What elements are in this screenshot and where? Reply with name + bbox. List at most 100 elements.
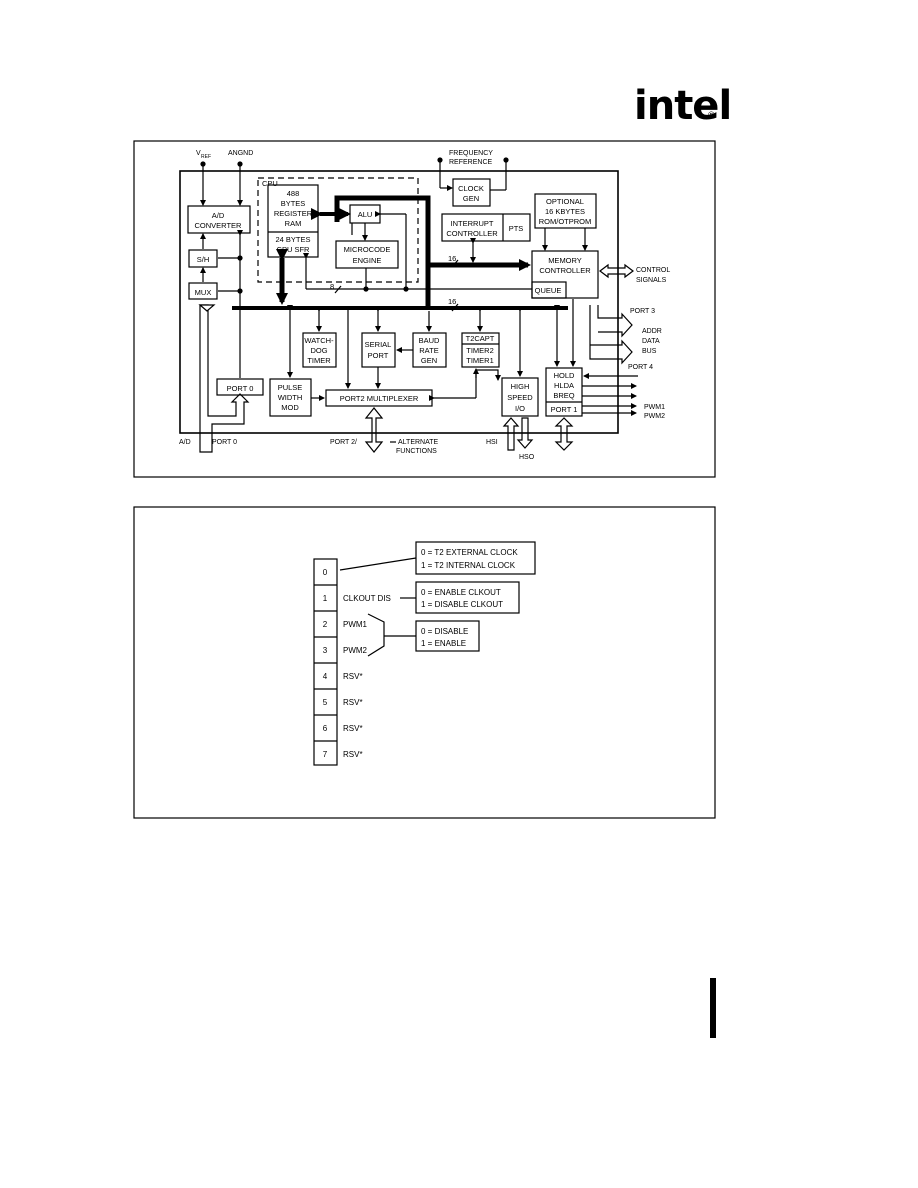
block-diagram: V REF ANGND FREQUENCY REFERENCE CPU <box>133 140 716 478</box>
svg-text:PORT 0: PORT 0 <box>227 384 254 393</box>
svg-text:DATA: DATA <box>642 338 660 345</box>
pulse-width-mod-block: PULSE WIDTH MOD <box>269 378 312 417</box>
bit-3-number: 3 <box>323 646 328 655</box>
svg-text:CONTROLLER: CONTROLLER <box>539 266 591 275</box>
figure-frame-bottom <box>133 506 716 819</box>
svg-text:HLDA: HLDA <box>554 381 574 390</box>
bus-width-16-upper: 16 <box>448 254 456 263</box>
pwm1-label: PWM1 <box>644 404 665 411</box>
svg-text:ALU: ALU <box>358 210 373 219</box>
svg-text:T2CAPT: T2CAPT <box>466 334 495 343</box>
svg-text:CONTROL: CONTROL <box>636 267 670 274</box>
svg-text:HIGH: HIGH <box>511 382 530 391</box>
cpu-label: CPU <box>262 179 278 188</box>
svg-text:0 = ENABLE CLKOUT: 0 = ENABLE CLKOUT <box>421 588 501 597</box>
svg-text:I/O: I/O <box>515 404 525 413</box>
figure-frame-top <box>133 140 716 478</box>
hsi-arrow <box>502 417 520 451</box>
svg-text:REF: REF <box>201 154 211 160</box>
svg-text:ENGINE: ENGINE <box>353 256 382 265</box>
svg-text:QUEUE: QUEUE <box>535 286 562 295</box>
intel-logo: intel <box>634 83 732 129</box>
hold-port1-block: HOLD HLDA BREQ PORT 1 <box>545 367 583 417</box>
ad-converter-block: A/D CONVERTER <box>187 205 251 234</box>
svg-text:A/D: A/D <box>179 439 191 446</box>
bit-6-name: RSV* <box>343 724 363 733</box>
svg-text:BAUD: BAUD <box>419 336 440 345</box>
svg-text:OPTIONAL: OPTIONAL <box>546 197 584 206</box>
port0-block: PORT 0 <box>216 378 264 396</box>
svg-text:S/H: S/H <box>197 255 210 264</box>
svg-text:PTS: PTS <box>509 224 524 233</box>
svg-text:BREQ: BREQ <box>553 391 574 400</box>
svg-text:ROM/OTPROM: ROM/OTPROM <box>539 217 592 226</box>
svg-text:MICROCODE: MICROCODE <box>344 245 391 254</box>
svg-text:ANGND: ANGND <box>228 150 253 157</box>
port2-multiplexer-block: PORT2 MULTIPLEXER <box>325 389 433 407</box>
svg-text:SPEED: SPEED <box>507 393 533 402</box>
pin-angnd: ANGND <box>228 150 253 206</box>
port4-arrow <box>589 305 633 365</box>
svg-text:SIGNALS: SIGNALS <box>636 277 667 284</box>
svg-text:MOD: MOD <box>281 403 299 412</box>
svg-text:A/D: A/D <box>212 211 225 220</box>
bit-2-name: PWM1 <box>343 620 368 629</box>
port4-label: PORT 4 <box>628 364 653 371</box>
control-signals-arrow <box>599 263 634 279</box>
svg-text:SERIAL: SERIAL <box>365 340 392 349</box>
bus-width-8: 8 <box>330 282 334 291</box>
svg-text:MUX: MUX <box>195 288 212 297</box>
svg-text:1 = ENABLE: 1 = ENABLE <box>421 639 466 648</box>
bit-3-name: PWM2 <box>343 646 368 655</box>
bit-1-number: 1 <box>323 594 328 603</box>
alu-block: ALU <box>349 204 381 224</box>
ad-port0-input <box>199 304 250 453</box>
memory-controller-block: MEMORY CONTROLLER QUEUE <box>531 250 599 299</box>
bit-5-number: 5 <box>323 698 328 707</box>
svg-text:TIMER2: TIMER2 <box>466 346 494 355</box>
svg-text:WIDTH: WIDTH <box>278 393 303 402</box>
high-speed-io-block: HIGH SPEED I/O <box>501 377 539 417</box>
registered-mark: ® <box>708 110 715 120</box>
svg-text:16 KBYTES: 16 KBYTES <box>545 207 585 216</box>
bit-6-number: 6 <box>323 724 328 733</box>
port3-label: PORT 3 <box>630 308 655 315</box>
svg-text:PULSE: PULSE <box>278 383 303 392</box>
svg-text:CONTROLLER: CONTROLLER <box>446 229 498 238</box>
svg-text:1 = T2 INTERNAL CLOCK: 1 = T2 INTERNAL CLOCK <box>421 561 516 570</box>
bit-4-name: RSV* <box>343 672 363 681</box>
svg-text:ADDR: ADDR <box>642 328 662 335</box>
svg-text:WATCH-: WATCH- <box>304 336 334 345</box>
svg-text:BYTES: BYTES <box>281 199 306 208</box>
svg-text:TIMER1: TIMER1 <box>466 356 494 365</box>
cpu-boundary <box>257 177 419 283</box>
svg-text:TIMER: TIMER <box>307 356 331 365</box>
svg-text:24 BYTES: 24 BYTES <box>275 235 310 244</box>
microcode-engine-block: MICROCODE ENGINE <box>335 240 399 269</box>
clkout-note: 0 = ENABLE CLKOUT 1 = DISABLE CLKOUT <box>400 581 520 614</box>
svg-text:HOLD: HOLD <box>554 371 575 380</box>
svg-text:PORT 1: PORT 1 <box>551 405 578 414</box>
svg-text:CPU SFR: CPU SFR <box>277 245 311 254</box>
svg-text:CLOCK: CLOCK <box>458 184 484 193</box>
svg-text:FREQUENCY: FREQUENCY <box>449 150 493 157</box>
clock-note: 0 = T2 EXTERNAL CLOCK 1 = T2 INTERNAL CL… <box>339 541 536 575</box>
mux-block: MUX <box>188 282 218 300</box>
clock-gen-block: CLOCK GEN <box>452 178 491 207</box>
svg-text:MEMORY: MEMORY <box>548 256 582 265</box>
svg-text:488: 488 <box>287 189 300 198</box>
pwm-note: 0 = DISABLE 1 = ENABLE <box>367 613 480 657</box>
svg-text:PORT: PORT <box>368 351 389 360</box>
interrupt-controller-block: INTERRUPT CONTROLLER PTS <box>441 213 531 242</box>
svg-text:REFERENCE: REFERENCE <box>449 159 493 166</box>
baud-rate-gen-block: BAUD RATE GEN <box>412 332 447 368</box>
svg-text:PORT 2/: PORT 2/ <box>330 439 357 446</box>
svg-text:FUNCTIONS: FUNCTIONS <box>396 448 437 455</box>
svg-text:REGISTER: REGISTER <box>274 209 313 218</box>
bus-width-16-lower: 16 <box>448 297 456 306</box>
chip-outline <box>179 170 619 434</box>
pin-vref: V REF <box>196 150 211 206</box>
register-box <box>313 558 338 766</box>
bit-1-name: CLKOUT DIS <box>343 594 391 603</box>
